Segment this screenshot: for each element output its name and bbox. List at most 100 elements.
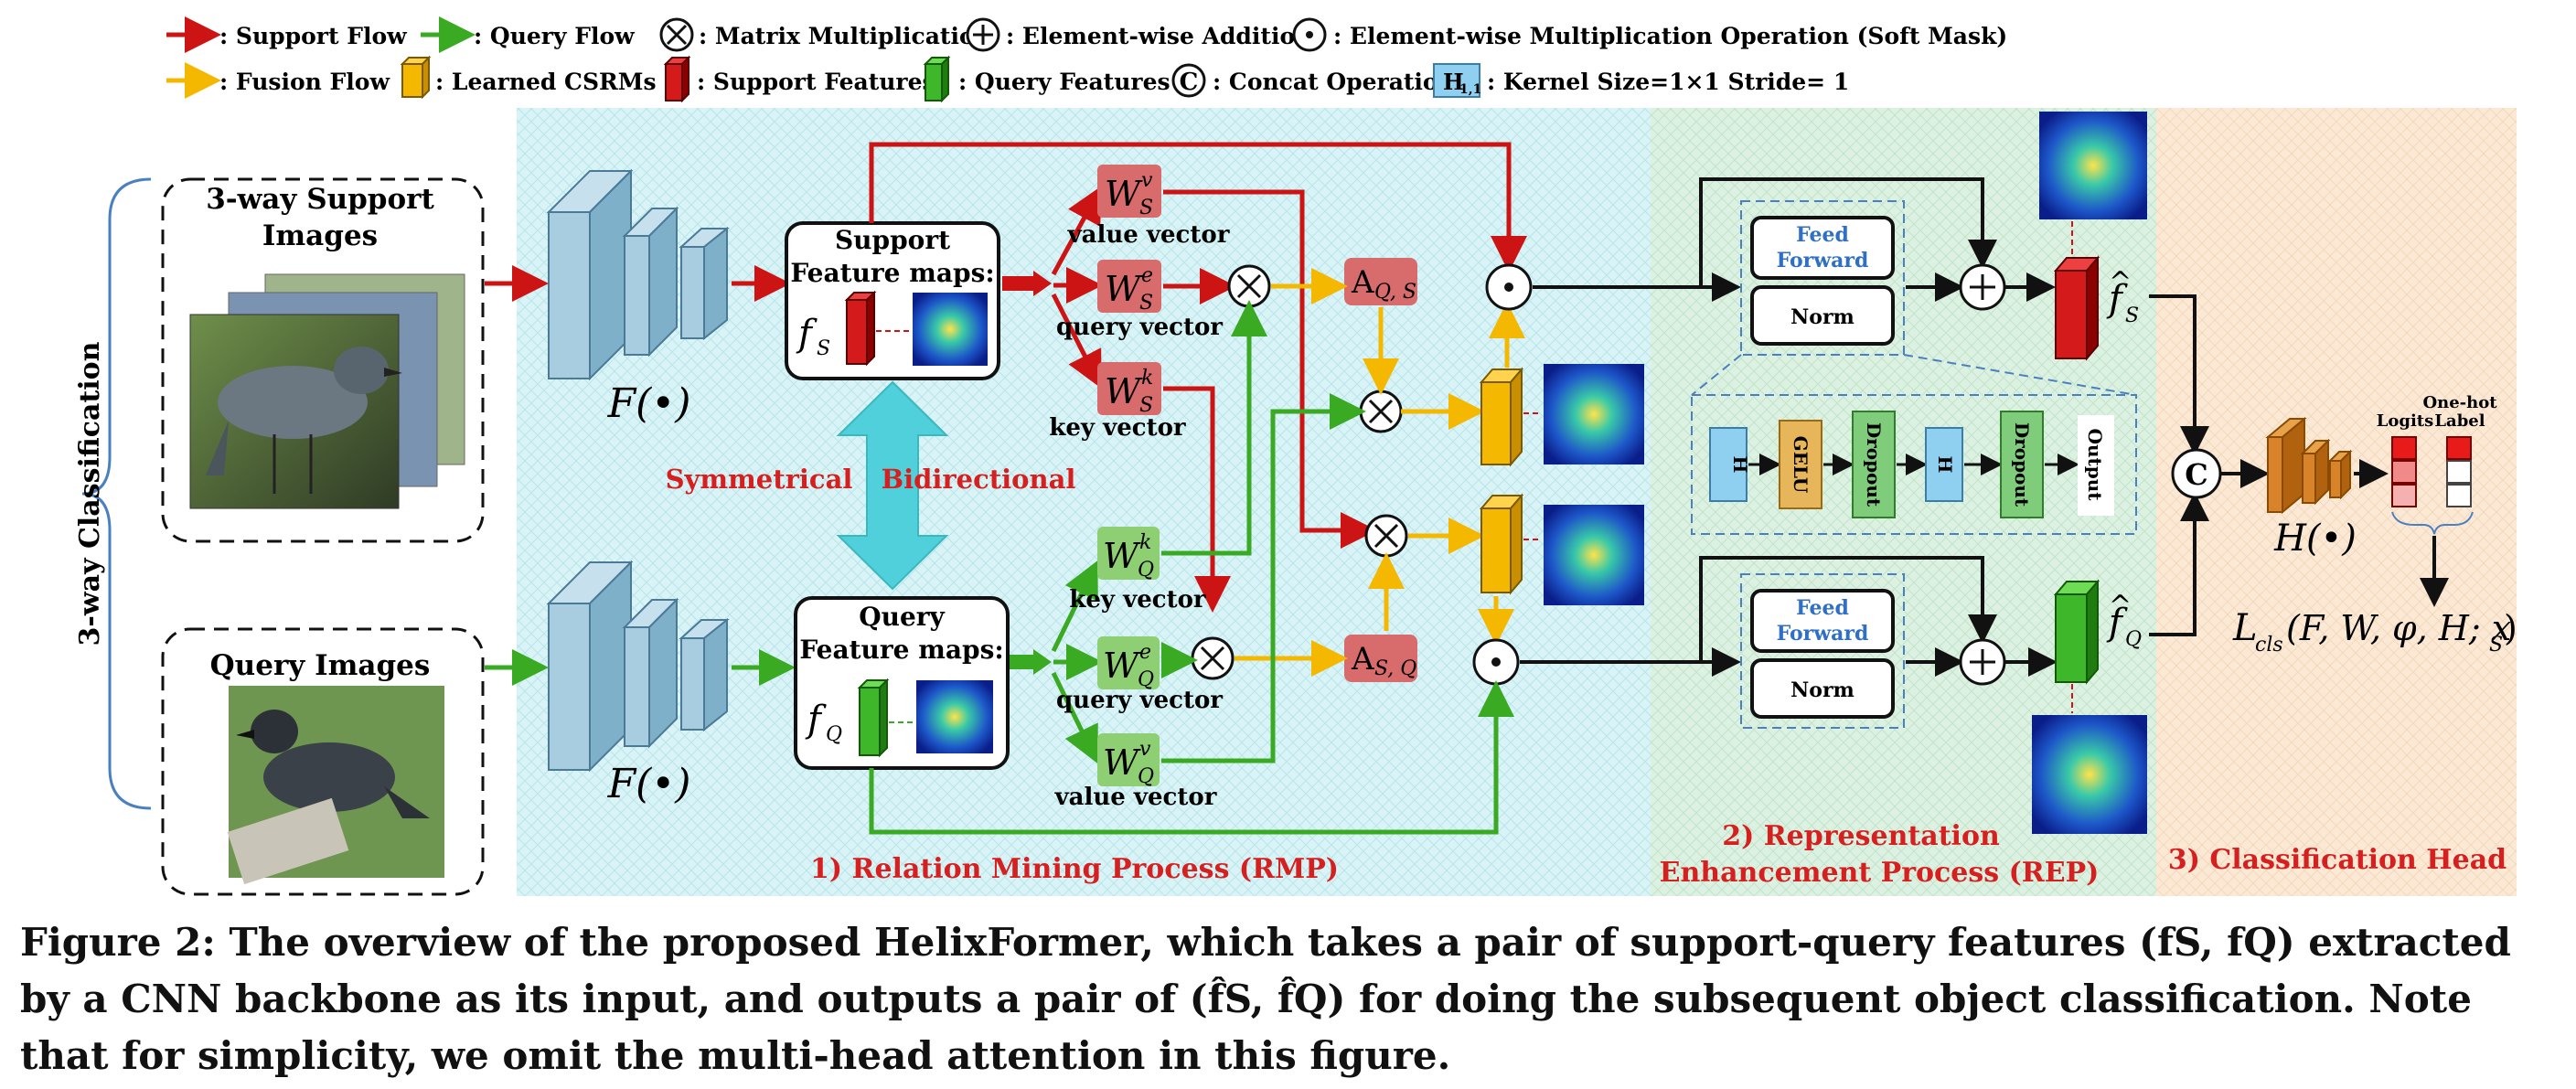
query-heatmap [916,680,993,753]
enhanced-query-cube [2053,579,2100,685]
onehot-label-2: Label [2434,411,2485,431]
svg-text:A: A [1351,641,1374,678]
ffn-detail-block [1691,394,2137,535]
support-cube-icon [663,55,691,103]
svg-text:W: W [1103,742,1141,783]
soft-mask-circle-top [1485,263,1533,311]
bidirectional-arrow [836,380,949,591]
legend-query-flow: : Query Flow [474,23,636,49]
svg-text:S, Q: S, Q [1374,657,1416,680]
csrm-cube-icon [400,55,432,100]
add-icon [966,17,1000,52]
w-qe-box: W e Q [1097,636,1160,691]
head-label: 3) Classification Head [2168,844,2507,876]
support-feature-box: Support Feature maps: f S [785,221,1000,380]
svg-text:Feed: Feed [1796,596,1849,620]
legend: : Support Flow : Query Flow : Matrix Mul… [166,16,2007,103]
support-backbone [546,168,730,381]
svg-text:Q: Q [1138,668,1154,691]
rep-label-1: 2) Representation [1722,820,2000,852]
svg-text:S: S [817,337,830,360]
mult-circle-3 [1364,514,1408,558]
ffn-dropout-1: Dropout [1852,411,1896,518]
feed-forward-top: Feed Forward [1750,216,1895,280]
svg-text:1,1: 1,1 [1459,82,1481,97]
query-feature-box: Query Feature maps: f Q [794,596,1010,770]
legend-kernel: : Kernel Size=1×1 Stride= 1 [1487,69,1849,95]
svg-text:Q: Q [1138,559,1154,582]
logits-cells [2391,436,2417,507]
svg-text:^: ^ [2109,590,2132,622]
svg-text:Feature maps:: Feature maps: [790,258,994,288]
query-cube-icon [923,55,951,103]
legend-support-flow: : Support Flow [219,23,408,49]
ffn-h1: H [1709,427,1751,502]
legend-soft-mask: : Element-wise Multiplication Operation … [1333,23,2007,49]
svg-text:C: C [2185,457,2207,492]
kernel-legend-box: H 1,1 [1433,63,1481,98]
enhanced-query-heatmap [2032,715,2147,834]
query-query-vector-label: query vector [1056,687,1223,714]
loss-formula: L cls (F, W, φ, H; x S ) [2232,607,2517,657]
support-backbone-label: F(•) [607,380,691,427]
legend-query-features: : Query Features [958,69,1170,95]
concat-circle: C [2171,448,2222,499]
svg-text:H: H [1729,456,1751,474]
svg-text:Feed: Feed [1796,223,1849,247]
onehot-label-1: One-hot [2422,393,2497,412]
w-qk-box: W k Q [1097,527,1160,582]
svg-text:e: e [1139,641,1151,664]
mult-circle-4 [1191,636,1235,680]
legend-matrix-mult: : Matrix Multiplication [699,23,991,49]
csrm-heatmap-top [1544,364,1644,464]
svg-text:Feature maps:: Feature maps: [799,635,1003,665]
query-backbone [546,560,730,773]
csrm-heatmap-bottom [1544,505,1644,605]
soft-mask-circle-bottom [1472,638,1520,686]
add-circle-top [1959,263,2006,311]
onehot-cells [2446,436,2472,507]
symmetrical-label: Symmetrical [666,464,853,495]
svg-text:A: A [1351,264,1374,301]
svg-text:v: v [1139,738,1151,761]
support-images-title-2: Images [262,219,378,252]
csrm-cube-top [1479,367,1524,467]
svg-text:S: S [2125,304,2139,327]
concat-icon: C [1171,63,1206,98]
support-images-title-1: 3-way Support [206,183,434,216]
legend-fusion-flow: : Fusion Flow [219,69,390,95]
svg-text:Query: Query [859,602,945,632]
legend-support-features: : Support Features [697,69,935,95]
svg-text:v: v [1141,169,1153,192]
svg-text:k: k [1139,531,1151,554]
ffn-dropout-2: Dropout [2000,411,2044,518]
svg-text:W: W [1105,371,1143,411]
svg-text:S: S [1139,292,1153,315]
w-sk-box: W k S [1097,362,1161,417]
svg-text:S: S [2489,634,2503,657]
svg-text:Q: Q [826,723,842,746]
support-value-vector-label: value vector [1067,221,1230,249]
a-sq-box: A S, Q [1344,635,1417,682]
a-qs-box: A Q, S [1344,258,1417,305]
query-value-vector-label: value vector [1054,784,1217,811]
w-sv-box: W v S [1097,165,1161,219]
csrm-cube-bottom [1479,493,1524,595]
svg-text:e: e [1141,264,1153,287]
svg-text:W: W [1105,269,1143,309]
svg-text:Forward: Forward [1777,249,1869,272]
svg-text:L: L [2232,607,2258,649]
svg-text:Forward: Forward [1777,622,1869,646]
w-qv-box: W v Q [1097,733,1160,788]
svg-text:GELU: GELU [1790,436,1812,494]
enhanced-support-cube [2053,255,2100,361]
classification-brace [81,177,152,810]
norm-bottom: Norm [1750,658,1895,719]
legend-csrms: : Learned CSRMs [435,69,657,95]
figure-caption: Figure 2: The overview of the proposed H… [20,920,2511,1078]
support-query-vector-label: query vector [1056,314,1223,341]
svg-text:Support: Support [835,225,950,255]
rep-top-block [1740,200,1905,356]
svg-text:Norm: Norm [1790,305,1855,329]
support-heatmap [913,293,988,366]
